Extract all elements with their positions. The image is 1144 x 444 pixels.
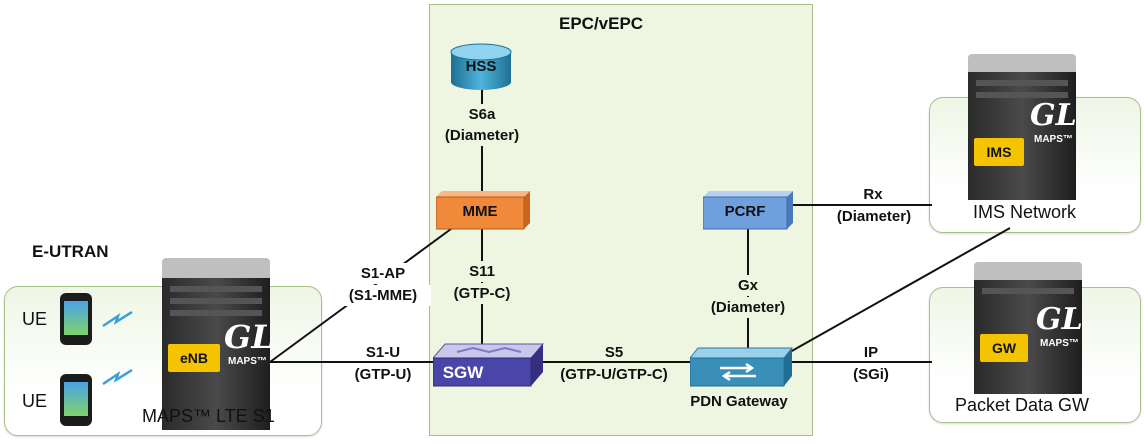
hss-database-icon bbox=[450, 43, 512, 90]
gx-label: Gx bbox=[718, 275, 778, 296]
enb-chip bbox=[168, 344, 220, 372]
s1ap-protocol: (S1-MME) bbox=[335, 285, 431, 306]
gw-chip bbox=[980, 334, 1028, 362]
s1ap-label: S1-AP bbox=[350, 263, 416, 284]
ims-server-icon: GL MAPS™ IMS bbox=[968, 54, 1077, 200]
gl-logo: GL bbox=[224, 318, 274, 356]
ims-sgi-link bbox=[789, 227, 1011, 353]
gw-server-icon: GL MAPS™ GW bbox=[974, 262, 1083, 394]
maps-lte-s1-caption: MAPS™ LTE S1 bbox=[142, 406, 275, 426]
s6a-protocol: (Diameter) bbox=[436, 125, 528, 146]
ip-label: IP bbox=[863, 344, 879, 361]
maps-logo: MAPS™ bbox=[1034, 134, 1073, 145]
maps-logo: MAPS™ bbox=[1040, 338, 1079, 349]
eutran-title: E-UTRAN bbox=[32, 242, 109, 261]
ue-phone-icon bbox=[60, 374, 92, 426]
gl-logo: GL bbox=[1030, 98, 1077, 133]
gl-logo: GL bbox=[1036, 302, 1083, 337]
wireless-signal-icon bbox=[102, 368, 133, 386]
s5-protocol: (GTP-U/GTP-C) bbox=[560, 366, 668, 383]
pcrf-label: PCRF bbox=[724, 203, 766, 220]
pdn-router-icon bbox=[690, 347, 794, 387]
rx-protocol: (Diameter) bbox=[836, 208, 912, 225]
s11-label: S11 bbox=[452, 261, 512, 282]
ims-chip-label: IMS bbox=[986, 144, 1012, 160]
s6a-label: S6a bbox=[452, 104, 512, 125]
gx-protocol: (Diameter) bbox=[697, 297, 799, 318]
s11-protocol: (GTP-C) bbox=[441, 283, 523, 304]
packet-data-gw-caption: Packet Data GW bbox=[955, 395, 1090, 415]
hss-label: HSS bbox=[465, 58, 497, 75]
sgw-label: SGW bbox=[442, 363, 484, 382]
mme-label: MME bbox=[462, 203, 498, 220]
pdn-gateway-label: PDN Gateway bbox=[690, 393, 788, 410]
rx-label: Rx bbox=[863, 186, 883, 203]
s1u-label: S1-U bbox=[365, 344, 401, 361]
ue-phone-icon bbox=[60, 293, 92, 345]
ims-network-caption: IMS Network bbox=[973, 202, 1077, 222]
maps-logo: MAPS™ bbox=[228, 356, 267, 367]
ue-label: UE bbox=[22, 309, 48, 329]
ue-label: UE bbox=[22, 391, 48, 411]
s1u-protocol: (GTP-U) bbox=[354, 366, 412, 383]
sgw-switch-icon bbox=[433, 343, 545, 387]
mme-box bbox=[436, 191, 530, 230]
enb-server-icon: GL MAPS™ eNB bbox=[162, 258, 274, 430]
gw-chip-label: GW bbox=[991, 340, 1017, 356]
ims-chip bbox=[974, 138, 1024, 166]
wireless-signal-icon bbox=[102, 310, 133, 328]
enb-label: eNB bbox=[179, 350, 208, 366]
ip-protocol: (SGi) bbox=[853, 366, 889, 383]
pcrf-box bbox=[703, 191, 793, 230]
s5-label: S5 bbox=[604, 344, 624, 361]
epc-title: EPC/vEPC bbox=[559, 14, 644, 33]
